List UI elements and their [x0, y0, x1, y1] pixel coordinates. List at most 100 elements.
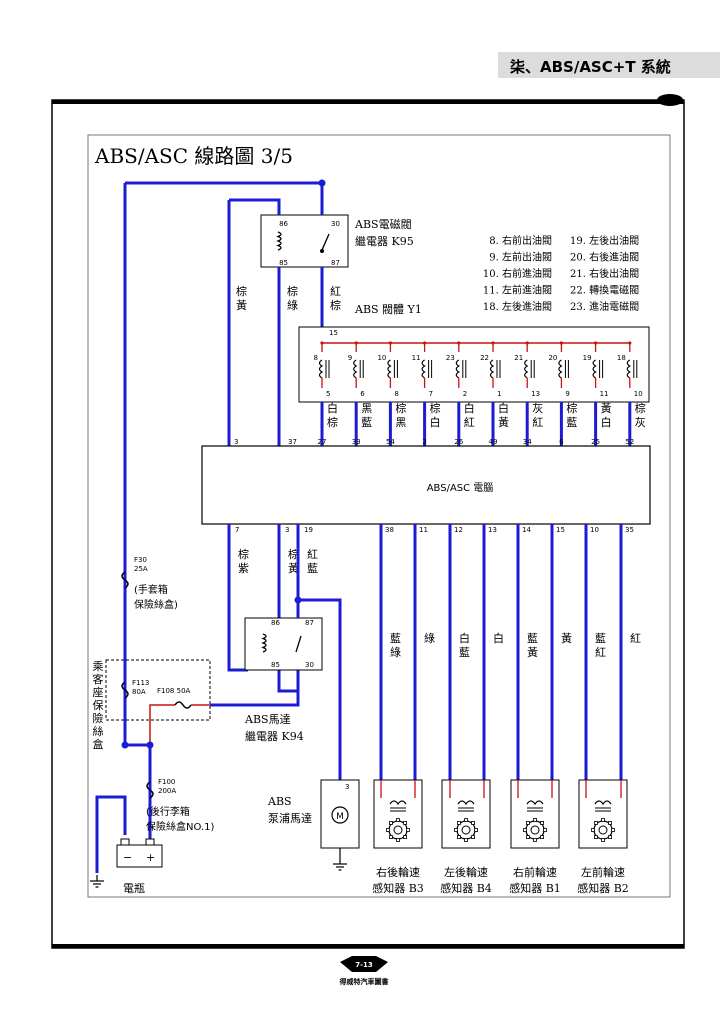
tone-wheel-tooth	[403, 835, 407, 839]
legend-item: 21. 右後出油閥	[570, 267, 639, 280]
valve-top-pin: 22	[480, 354, 489, 362]
page-number: 7-13	[355, 961, 373, 969]
fuse-box-label-char: 盒	[93, 737, 104, 751]
valve-coil-icon	[455, 359, 460, 379]
ecu-pin-label: 3	[285, 526, 289, 534]
valve-10	[387, 341, 398, 388]
ecu-pin-label: 37	[288, 438, 297, 446]
tone-wheel-hub	[598, 825, 608, 835]
wheel-sensor-label: 左後輪速感知器 B4	[440, 865, 492, 895]
tone-wheel-tooth	[533, 838, 537, 842]
valve-11	[421, 341, 433, 388]
legend-item: 20. 右後進油閥	[570, 251, 639, 264]
valve-node	[491, 341, 495, 345]
sensor-coil-icon	[526, 800, 544, 806]
battery-plus: +	[146, 851, 155, 864]
relay-k95-label: ABS電磁閥繼電器 K95	[354, 218, 414, 248]
tone-wheel-hub	[393, 825, 403, 835]
tone-wheel-tooth	[471, 821, 475, 825]
fuse-f108-label: F108 50A	[157, 687, 191, 695]
relay-k95-pin: 86	[279, 220, 288, 228]
ecu-pin-label: 3	[234, 438, 238, 446]
pump-pin: 3	[345, 783, 349, 791]
valve-coil-icon	[524, 359, 529, 379]
valve-node	[423, 341, 427, 345]
valve-coil-icon	[421, 359, 426, 379]
wire-color-label: 藍紅	[595, 632, 606, 659]
valve-18	[626, 341, 638, 388]
valve-node	[457, 341, 461, 345]
valve-wire-color: 棕白	[430, 401, 441, 429]
valve-coil-icon	[592, 359, 597, 379]
ecu-pin-label: 10	[590, 526, 599, 534]
sensor-coil-icon	[457, 800, 475, 806]
page-top-rule	[52, 100, 684, 104]
page-number-badge	[340, 956, 388, 972]
valve-node	[525, 341, 529, 345]
tone-wheel-tooth	[389, 835, 393, 839]
wire-color-label: 紅藍	[307, 548, 318, 575]
relay-k95-box	[260, 214, 349, 268]
valve-coil-icon	[558, 359, 563, 379]
sensor-coil-icon	[389, 800, 407, 806]
ecu-pin-label: 12	[454, 526, 463, 534]
diagram-title: ABS/ASC 線路圖 3/5	[94, 144, 293, 168]
tone-wheel-tooth	[611, 828, 615, 832]
relay-k94-pin: 86	[271, 619, 280, 627]
valve-19	[592, 341, 604, 388]
tone-wheel-tooth	[471, 835, 475, 839]
wire-f108-to-k94	[210, 691, 300, 707]
valve-wire-color: 棕藍	[566, 401, 577, 429]
fuse-box-label-char: 險	[93, 711, 104, 725]
wheel-sensor-label: 左前輪速感知器 B2	[577, 865, 629, 895]
tone-wheel-hub	[530, 825, 540, 835]
relay-k94-pin: 85	[271, 661, 280, 669]
fuse-f113-icon	[121, 681, 129, 699]
ecu-pin-label: 25	[591, 438, 600, 446]
valve-top-pin: 10	[377, 354, 386, 362]
tone-wheel-tooth	[608, 835, 612, 839]
relay-contact	[320, 249, 324, 253]
section-header-bg	[498, 52, 720, 78]
ecu-pin-label: 49	[489, 438, 498, 446]
wheel-sensor-label: 右前輪速感知器 B1	[509, 865, 561, 895]
fuse-f30-note: (手套箱保險絲盒)	[134, 583, 178, 611]
wire-color-label: 綠	[424, 632, 435, 645]
ecu-pin-label: 7	[235, 526, 239, 534]
tone-wheel-tooth	[464, 818, 468, 822]
valve-wire-color: 黑藍	[361, 402, 372, 429]
tone-wheel-tooth	[389, 821, 393, 825]
tone-wheel-tooth	[406, 828, 410, 832]
fuse-f30-icon	[121, 571, 129, 589]
fuse-f108-icon	[174, 701, 192, 709]
tone-wheel-tooth	[601, 838, 605, 842]
legend-item: 19. 左後出油閥	[570, 234, 639, 247]
ecu-pin-label: 33	[352, 438, 361, 446]
tone-wheel-tooth	[457, 835, 461, 839]
relay-k95-pin: 87	[331, 259, 340, 267]
ecu-pin-label: 26	[454, 438, 463, 446]
sensor-coil-icon	[594, 800, 612, 806]
wire-color-label: 紅棕	[330, 285, 341, 312]
tone-wheel-tooth	[533, 818, 537, 822]
wire-color-label: 棕黃	[288, 547, 299, 575]
ecu-pin-label: 13	[488, 526, 497, 534]
ecu-pin-label: 35	[625, 526, 634, 534]
tone-wheel-tooth	[543, 828, 547, 832]
wire-color-label: 藍黃	[527, 632, 538, 659]
valve-node	[628, 341, 632, 345]
legend-item: 18. 左後進油閥	[483, 300, 552, 313]
tone-wheel-tooth	[526, 821, 530, 825]
valve-node	[559, 341, 564, 345]
tone-wheel-tooth	[474, 828, 478, 832]
valve-wire-color: 棕灰	[635, 401, 646, 429]
wire-color-label: 白藍	[459, 631, 470, 659]
valve-8	[318, 341, 330, 388]
relay-k94-switch-icon	[295, 635, 302, 653]
battery-label: 電瓶	[123, 881, 145, 895]
valve-common-pin: 15	[329, 329, 338, 337]
valve-bottom-pin: 13	[531, 390, 540, 398]
relay-k95-pin: 30	[331, 220, 340, 228]
valve-top-pin: 21	[514, 354, 523, 362]
